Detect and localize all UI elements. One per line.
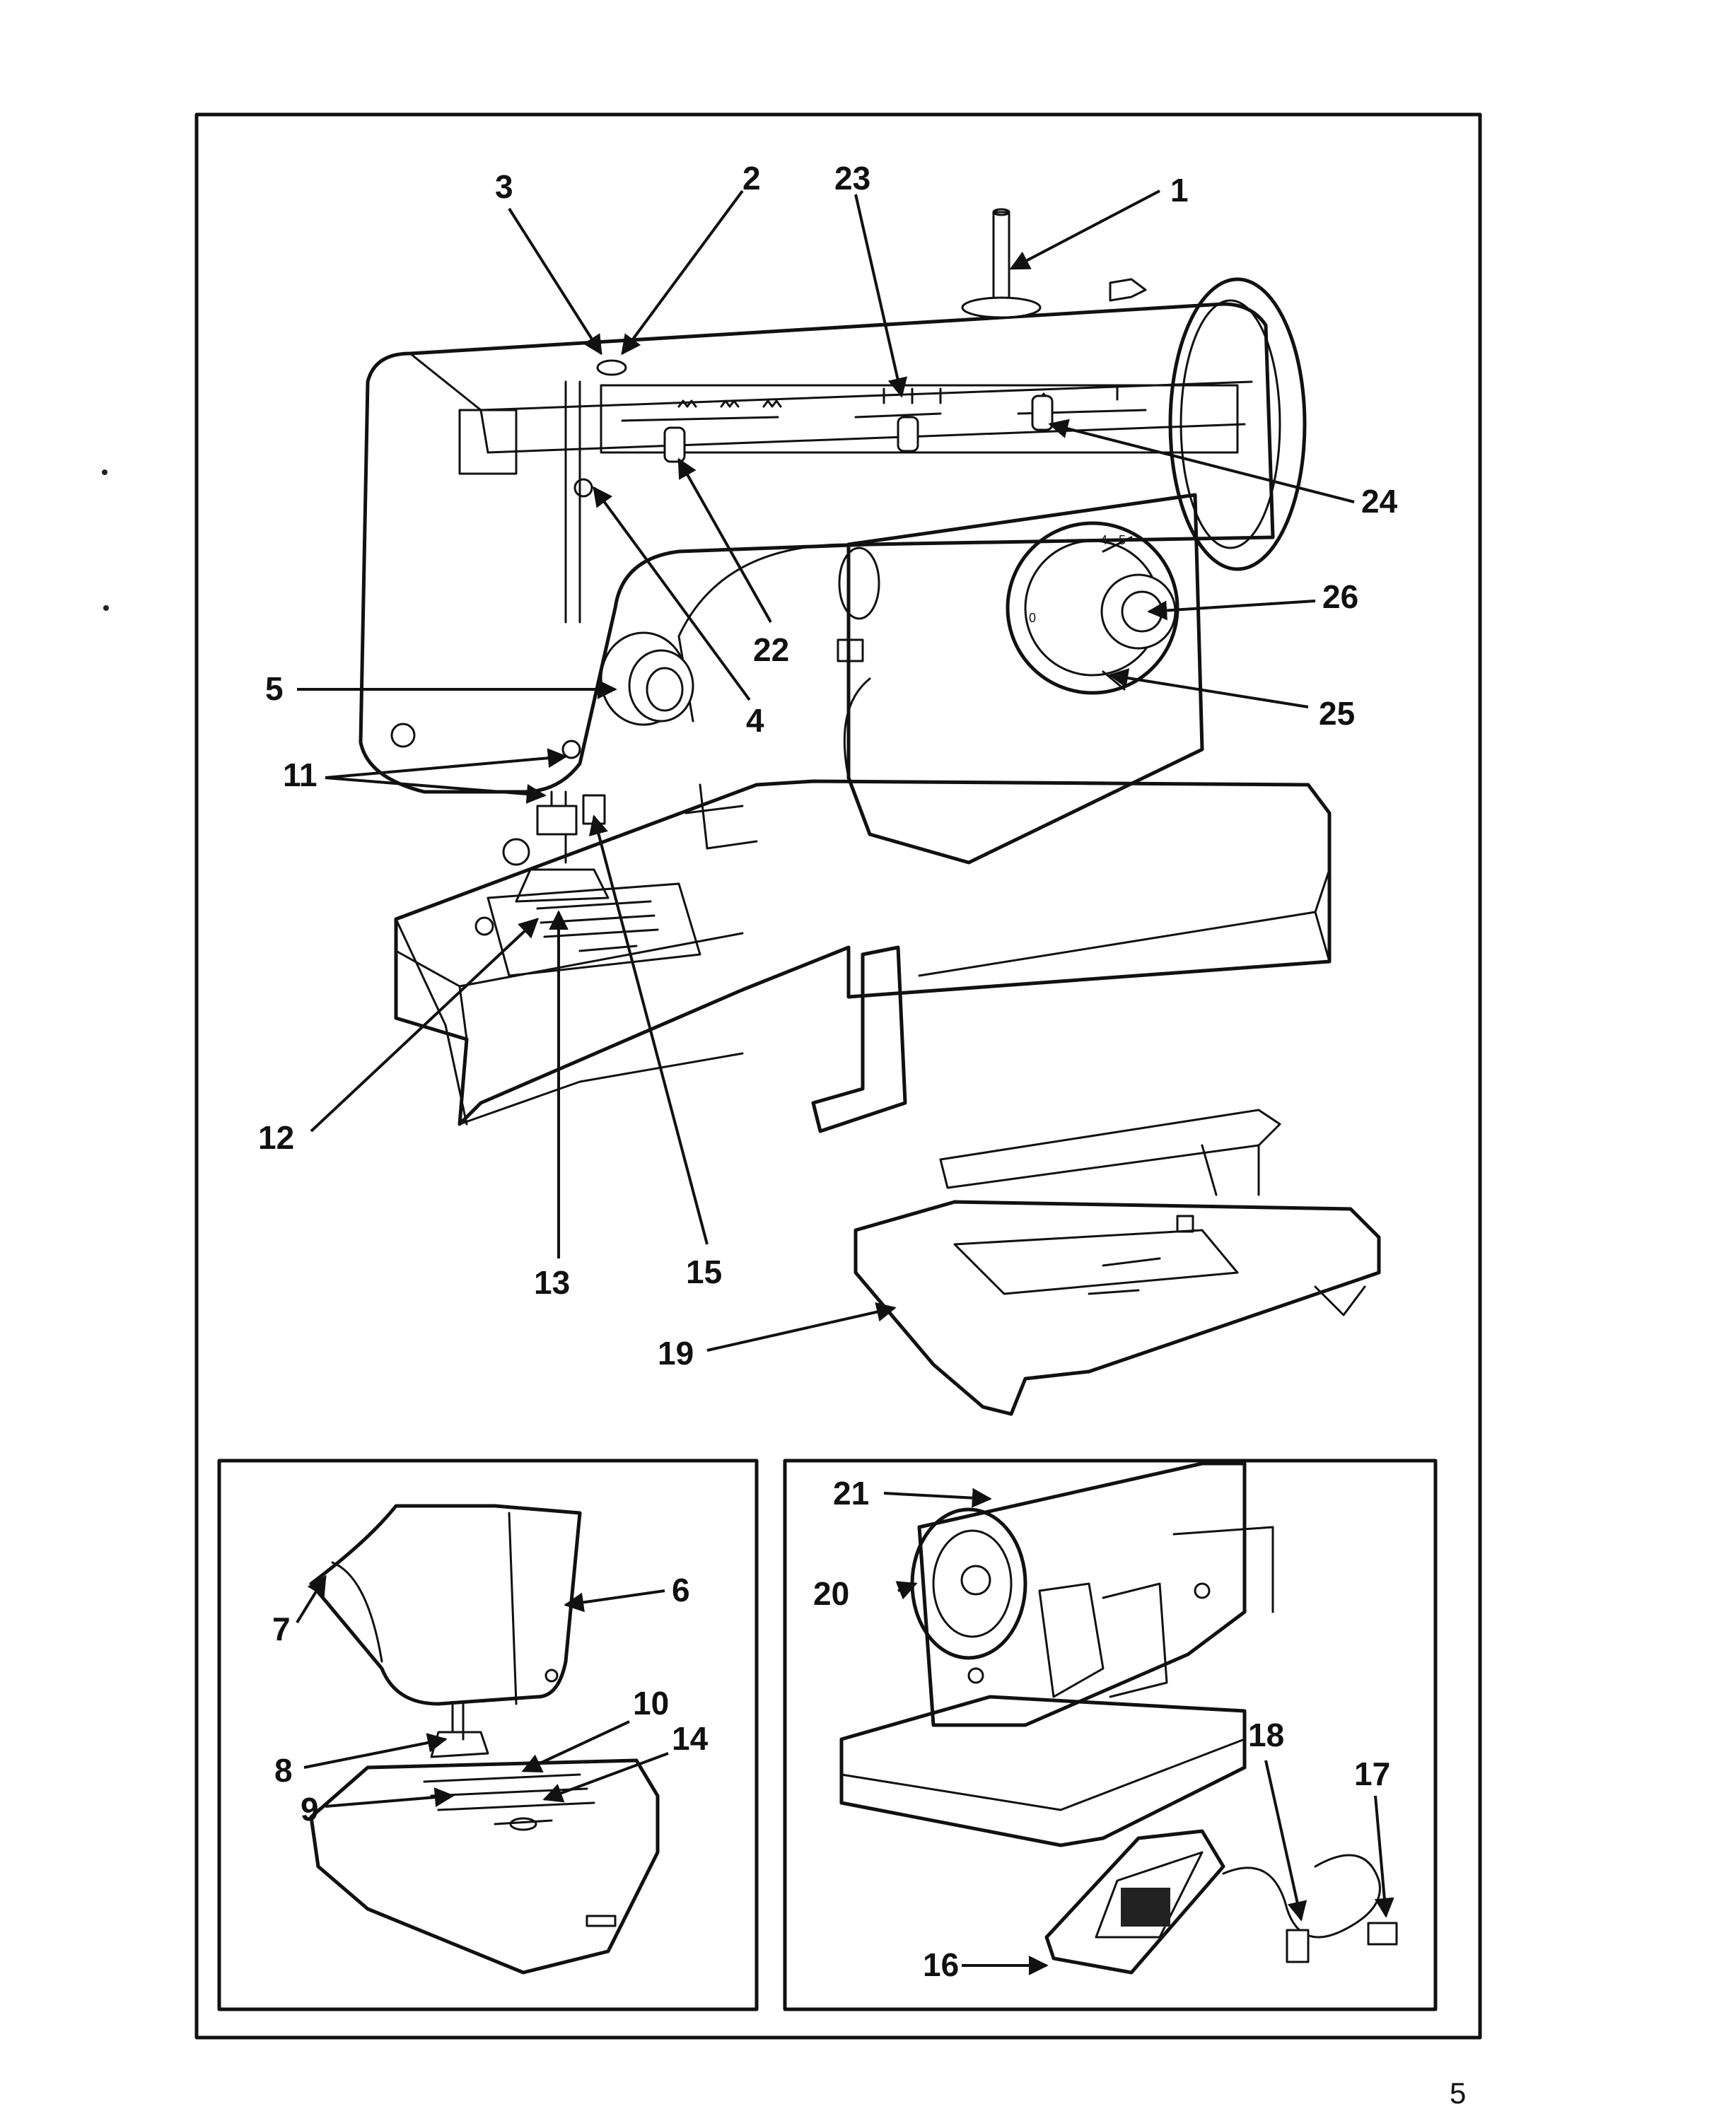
main-machine-illustration: · 4 · 5 0 bbox=[359, 208, 1332, 1133]
callout-15: 15 bbox=[686, 1254, 722, 1290]
leader-17 bbox=[1374, 1795, 1394, 1918]
callout-16: 16 bbox=[923, 1946, 959, 1983]
leader-7 bbox=[296, 1574, 327, 1624]
callout-3: 3 bbox=[495, 168, 513, 205]
leader-15 bbox=[588, 814, 709, 1245]
callout-21: 21 bbox=[833, 1475, 869, 1512]
callout-24: 24 bbox=[1361, 483, 1398, 520]
callout-4: 4 bbox=[746, 702, 764, 739]
leader-9 bbox=[325, 1787, 455, 1808]
callout-19: 19 bbox=[658, 1335, 694, 1372]
leader-1 bbox=[1009, 189, 1160, 270]
print-speck bbox=[102, 469, 107, 475]
callout-26: 26 bbox=[1322, 578, 1358, 615]
leader-23 bbox=[854, 194, 908, 398]
extension-table-illustration bbox=[854, 1109, 1381, 1416]
svg-text:· 4 · 5: · 4 · 5 bbox=[1093, 533, 1126, 547]
leader-4 bbox=[593, 486, 751, 701]
callout-22: 22 bbox=[753, 631, 789, 668]
callout-10: 10 bbox=[633, 1685, 669, 1722]
leader-18 bbox=[1264, 1760, 1307, 1922]
page-number: 5 bbox=[1450, 2076, 1466, 2110]
left-inset-illustration bbox=[309, 1504, 660, 1975]
leader-25 bbox=[1108, 668, 1309, 708]
leader-22 bbox=[677, 457, 772, 623]
leader-2 bbox=[621, 189, 744, 356]
callout-25: 25 bbox=[1319, 695, 1355, 732]
leader-11b bbox=[325, 776, 547, 804]
callout-6: 6 bbox=[672, 1572, 690, 1608]
leader-19 bbox=[706, 1302, 897, 1352]
leader-24 bbox=[1048, 419, 1355, 503]
leader-6 bbox=[564, 1589, 665, 1613]
leader-12 bbox=[310, 918, 540, 1133]
callout-9: 9 bbox=[301, 1791, 319, 1828]
callout-12: 12 bbox=[258, 1119, 294, 1156]
right-inset-illustration bbox=[839, 1461, 1398, 1975]
callout-2: 2 bbox=[742, 160, 761, 197]
callout-1: 1 bbox=[1170, 172, 1189, 209]
callout-18: 18 bbox=[1248, 1717, 1284, 1753]
callout-8: 8 bbox=[274, 1752, 293, 1789]
leader-lines bbox=[296, 189, 1394, 1975]
right-inset-frame bbox=[783, 1459, 1438, 2011]
callout-labels: 1 2 3 4 5 11 12 13 15 19 22 23 24 25 26 … bbox=[258, 160, 1398, 1983]
leader-21 bbox=[883, 1488, 992, 1508]
print-speck bbox=[103, 605, 109, 611]
callout-17: 17 bbox=[1354, 1755, 1390, 1792]
leader-20 bbox=[895, 1581, 918, 1600]
callout-14: 14 bbox=[672, 1720, 709, 1757]
left-inset-frame bbox=[217, 1459, 759, 2011]
callout-13: 13 bbox=[534, 1264, 570, 1301]
leader-11a bbox=[325, 748, 568, 779]
callout-5: 5 bbox=[265, 670, 284, 707]
leader-10 bbox=[521, 1720, 630, 1773]
callout-7: 7 bbox=[272, 1611, 291, 1647]
leader-14 bbox=[542, 1752, 669, 1803]
callout-11: 11 bbox=[283, 756, 318, 793]
leader-3 bbox=[508, 207, 602, 356]
svg-text:0: 0 bbox=[1029, 611, 1036, 625]
callout-23: 23 bbox=[834, 160, 870, 197]
callout-20: 20 bbox=[813, 1575, 849, 1612]
outer-frame bbox=[194, 112, 1482, 2040]
leader-26 bbox=[1147, 600, 1316, 621]
leader-8 bbox=[303, 1733, 448, 1769]
